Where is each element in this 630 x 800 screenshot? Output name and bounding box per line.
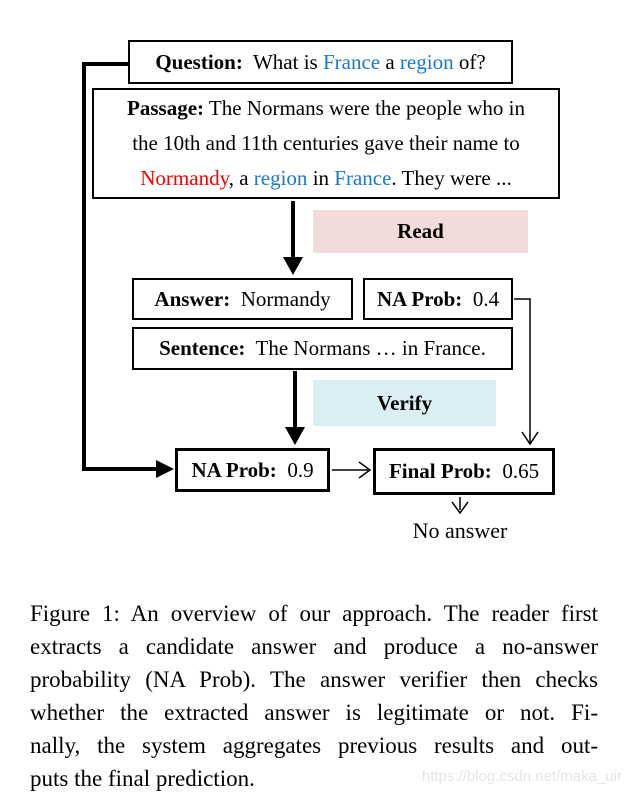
caption-line: nally, the system aggregates previous re…	[30, 733, 598, 758]
caption-line: puts the final prediction.	[30, 766, 255, 791]
sentence-text: Sentence: The Normans … in France.	[159, 336, 486, 360]
verify-stage-text: Verify	[376, 390, 433, 415]
passage-line: Normandy, a region in France. They were …	[140, 166, 512, 190]
passage-line: Passage: The Normans were the people who…	[127, 96, 525, 120]
caption-line: whether the extracted answer is legitima…	[30, 700, 598, 725]
answer-box: Answer: Normandy	[132, 278, 353, 320]
na-prob-read-box: NA Prob: 0.4	[363, 278, 513, 320]
figure-caption: Figure 1: An overview of our approach. T…	[30, 597, 598, 795]
question-text: Question: What is France a region of?	[155, 49, 486, 74]
passage-box: Passage: The Normans were the people who…	[92, 88, 560, 199]
arrow-naprob-read-to-finalprob	[514, 298, 539, 446]
verify-stage-label: Verify	[313, 380, 496, 426]
watermark-text: https://blog.csdn.net/maka_uir	[421, 768, 622, 785]
arrow-finalprob-to-no-answer	[451, 497, 469, 515]
arrow-naprob-verify-to-finalprob	[332, 461, 372, 479]
na-prob-verify-text: NA Prob: 0.9	[191, 457, 314, 482]
caption-line: Figure 1: An overview of our approach. T…	[30, 601, 598, 626]
final-prob-box: Final Prob: 0.65	[373, 448, 555, 495]
answer-text: Answer: Normandy	[154, 286, 331, 311]
no-answer-label: No answer	[412, 518, 508, 543]
na-prob-read-text: NA Prob: 0.4	[376, 286, 500, 311]
read-stage-text: Read	[397, 219, 444, 243]
sentence-box: Sentence: The Normans … in France.	[132, 327, 513, 370]
passage-line: the 10th and 11th centuries gave their n…	[132, 131, 520, 155]
read-stage-label: Read	[313, 210, 528, 253]
caption-line: extracts a candidate answer and produce …	[30, 634, 598, 659]
arrow-sentence-to-naprob-verify	[285, 371, 305, 445]
arrow-question-to-naprob-verify	[82, 62, 174, 478]
final-prob-text: Final Prob: 0.65	[388, 459, 540, 483]
caption-line: probability (NA Prob). The answer verifi…	[30, 667, 598, 692]
arrow-passage-to-answer	[283, 201, 303, 275]
na-prob-verify-box: NA Prob: 0.9	[175, 448, 330, 492]
question-box: Question: What is France a region of?	[128, 40, 513, 84]
